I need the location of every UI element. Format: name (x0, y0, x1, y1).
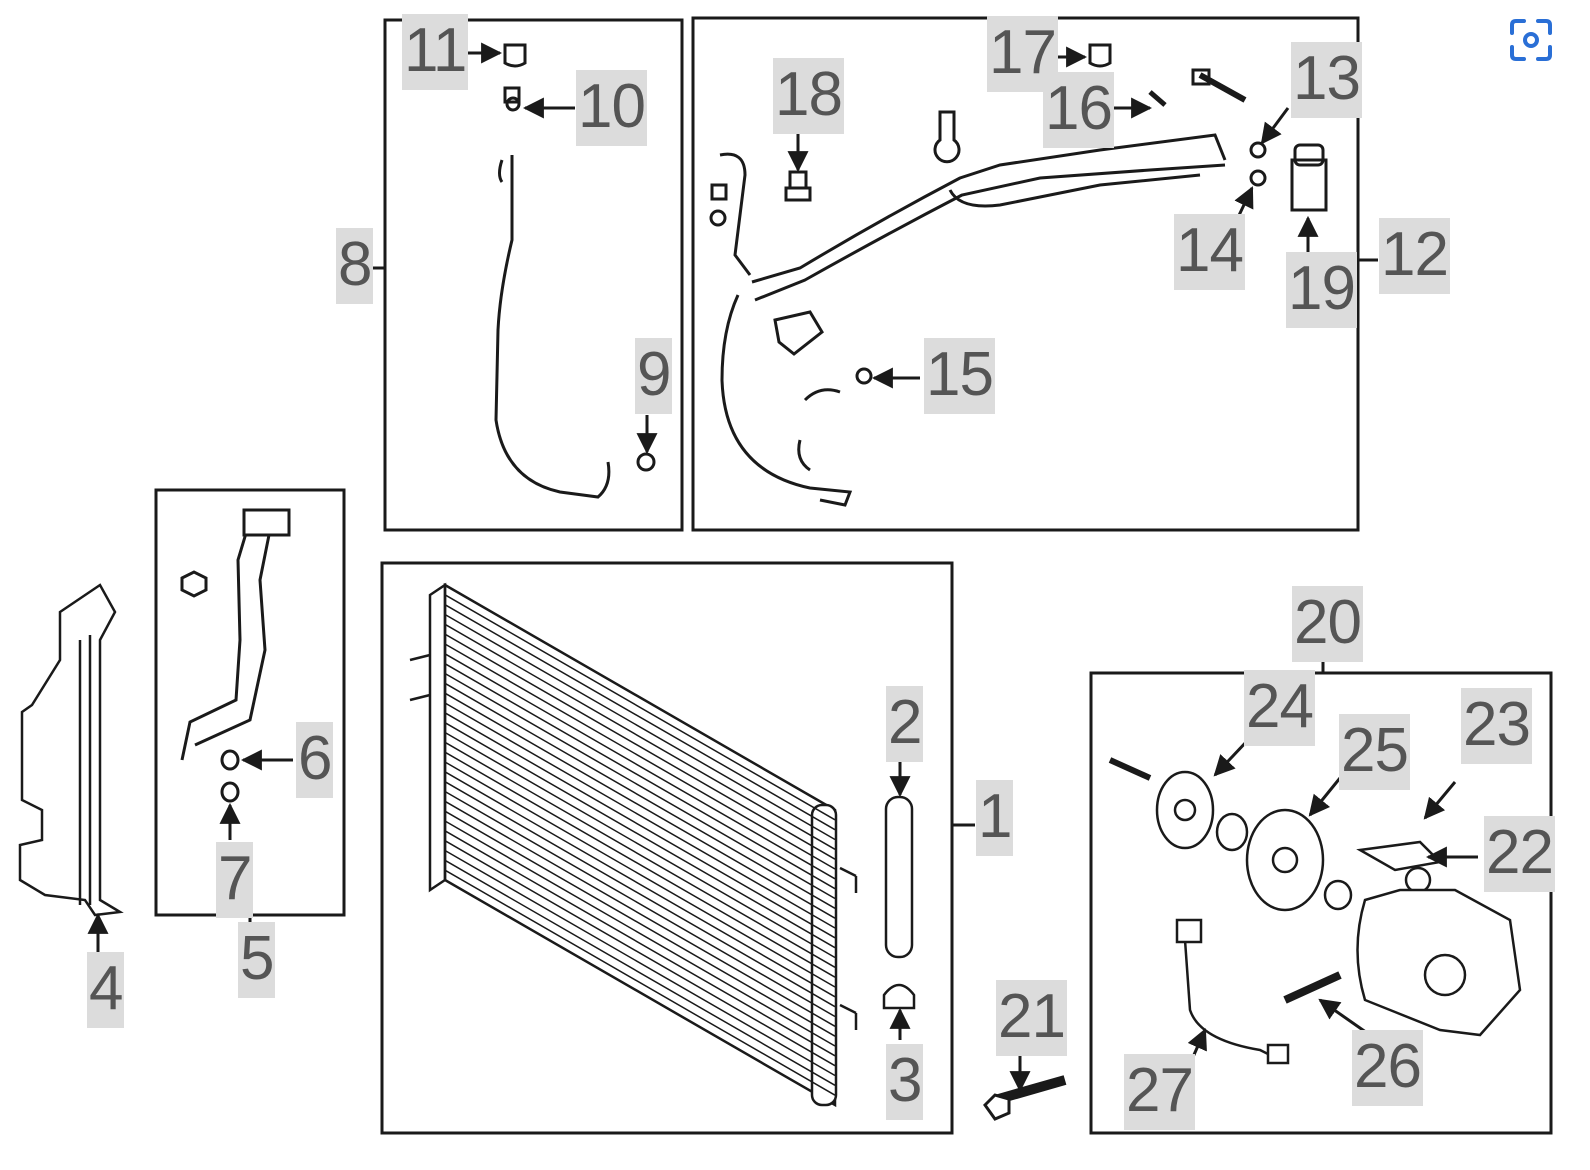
callout-19: 19 (1286, 252, 1357, 328)
condenser-fin (444, 849, 836, 1077)
callout-14: 14 (1174, 214, 1245, 290)
callout-2: 2 (886, 686, 924, 762)
condenser-fins (444, 594, 836, 1096)
hose-part-5 (180, 508, 291, 803)
compressor-parts (1108, 757, 1522, 1065)
condenser-fin (444, 594, 836, 821)
callout-24: 24 (1244, 670, 1315, 746)
visual-search-button[interactable] (1506, 18, 1552, 64)
condenser-fin (444, 820, 836, 1047)
condenser-fin (444, 800, 836, 1027)
condenser-fin (444, 633, 836, 860)
condenser-fin (444, 702, 836, 929)
condenser-fin (444, 672, 836, 900)
condenser-fin (444, 623, 836, 850)
callout-25: 25 (1339, 714, 1410, 790)
callout-20: 20 (1292, 586, 1363, 662)
callout-23: 23 (1461, 688, 1532, 764)
group-box-8 (383, 18, 684, 532)
drier-part (882, 795, 916, 1010)
condenser-fin (444, 653, 836, 880)
condenser-fin (444, 869, 836, 1096)
condenser-fin (444, 761, 836, 988)
callout-18: 18 (773, 58, 844, 134)
callout-4: 4 (87, 952, 125, 1028)
condenser-fin (444, 751, 836, 978)
group-box-1 (380, 561, 954, 1135)
callout-13: 13 (1291, 42, 1362, 118)
callout-10: 10 (576, 70, 647, 146)
callout-16: 16 (1043, 72, 1114, 148)
callout-12: 12 (1379, 218, 1450, 294)
condenser-fin (444, 731, 836, 959)
air-guard-part-4 (18, 583, 124, 917)
callout-15: 15 (924, 338, 995, 414)
callout-21: 21 (996, 980, 1067, 1056)
condenser-fin (444, 859, 836, 1086)
callout-26: 26 (1352, 1030, 1423, 1106)
condenser-fin (444, 790, 836, 1018)
callout-7: 7 (216, 842, 254, 918)
callout-6: 6 (296, 722, 334, 798)
group-box-20 (1089, 671, 1553, 1135)
callout-9: 9 (635, 338, 673, 414)
condenser-fin (444, 712, 836, 939)
condenser-fin (444, 771, 836, 998)
bolt-part-21 (983, 1075, 1067, 1121)
condenser-fin (444, 604, 836, 831)
condenser-fin (444, 613, 836, 841)
callout-8: 8 (336, 228, 374, 304)
condenser-fin (444, 810, 836, 1037)
callout-3: 3 (886, 1044, 924, 1120)
callout-5: 5 (238, 922, 276, 998)
callout-11: 11 (402, 14, 469, 90)
hose-part-8 (494, 43, 656, 499)
condenser-fin (444, 682, 836, 909)
callout-27: 27 (1124, 1054, 1195, 1130)
hose-part-12 (709, 43, 1328, 507)
condenser-fin (444, 722, 836, 949)
condenser-fin (444, 840, 836, 1067)
callout-22: 22 (1484, 816, 1555, 892)
visual-search-icon (1510, 19, 1552, 61)
condenser-fin (444, 692, 836, 919)
condenser-fin (444, 643, 836, 870)
condenser-fin (444, 741, 836, 968)
condenser-fin (444, 781, 836, 1008)
condenser-fin (444, 830, 836, 1057)
callout-1: 1 (976, 780, 1014, 856)
condenser-fin (444, 663, 836, 890)
